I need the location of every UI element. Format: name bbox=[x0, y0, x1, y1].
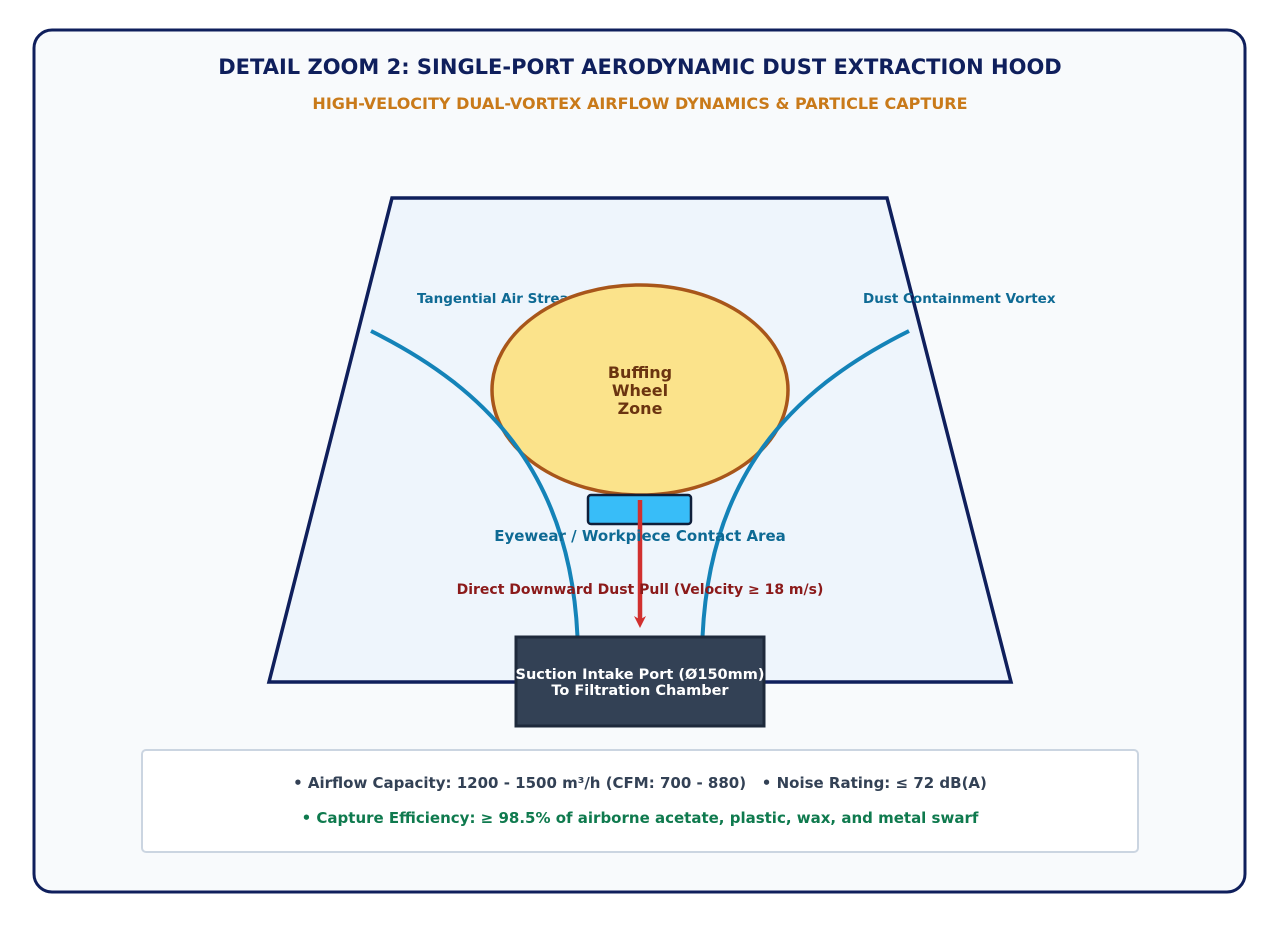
port-label-line-1: Suction Intake Port (Ø150mm) bbox=[516, 667, 765, 683]
right-airflow-arrow bbox=[697, 329, 910, 665]
wheel-label-line-3: Zone bbox=[618, 399, 663, 418]
left-airflow-arrow bbox=[370, 329, 583, 665]
specs-line-airflow-noise: • Airflow Capacity: 1200 - 1500 m³/h (CF… bbox=[293, 774, 987, 792]
contact-area-label: Eyewear / Workpiece Contact Area bbox=[494, 527, 786, 545]
specs-line-capture-efficiency: • Capture Efficiency: ≥ 98.5% of airborn… bbox=[302, 809, 979, 827]
port-label-line-2: To Filtration Chamber bbox=[551, 683, 729, 699]
suction-intake-port bbox=[514, 635, 766, 728]
wheel-label-line-1: Buffing bbox=[608, 363, 672, 382]
wheel-label-line-2: Wheel bbox=[612, 381, 668, 400]
specs-box bbox=[141, 749, 1139, 853]
page-subtitle: HIGH-VELOCITY DUAL-VORTEX AIRFLOW DYNAMI… bbox=[312, 94, 967, 113]
page-title: DETAIL ZOOM 2: SINGLE-PORT AERODYNAMIC D… bbox=[218, 55, 1062, 79]
tangential-air-stream-label: Tangential Air Stream bbox=[417, 291, 583, 307]
dust-containment-vortex-label: Dust Containment Vortex bbox=[863, 291, 1056, 307]
dust-pull-label: Direct Downward Dust Pull (Velocity ≥ 18… bbox=[457, 582, 824, 598]
